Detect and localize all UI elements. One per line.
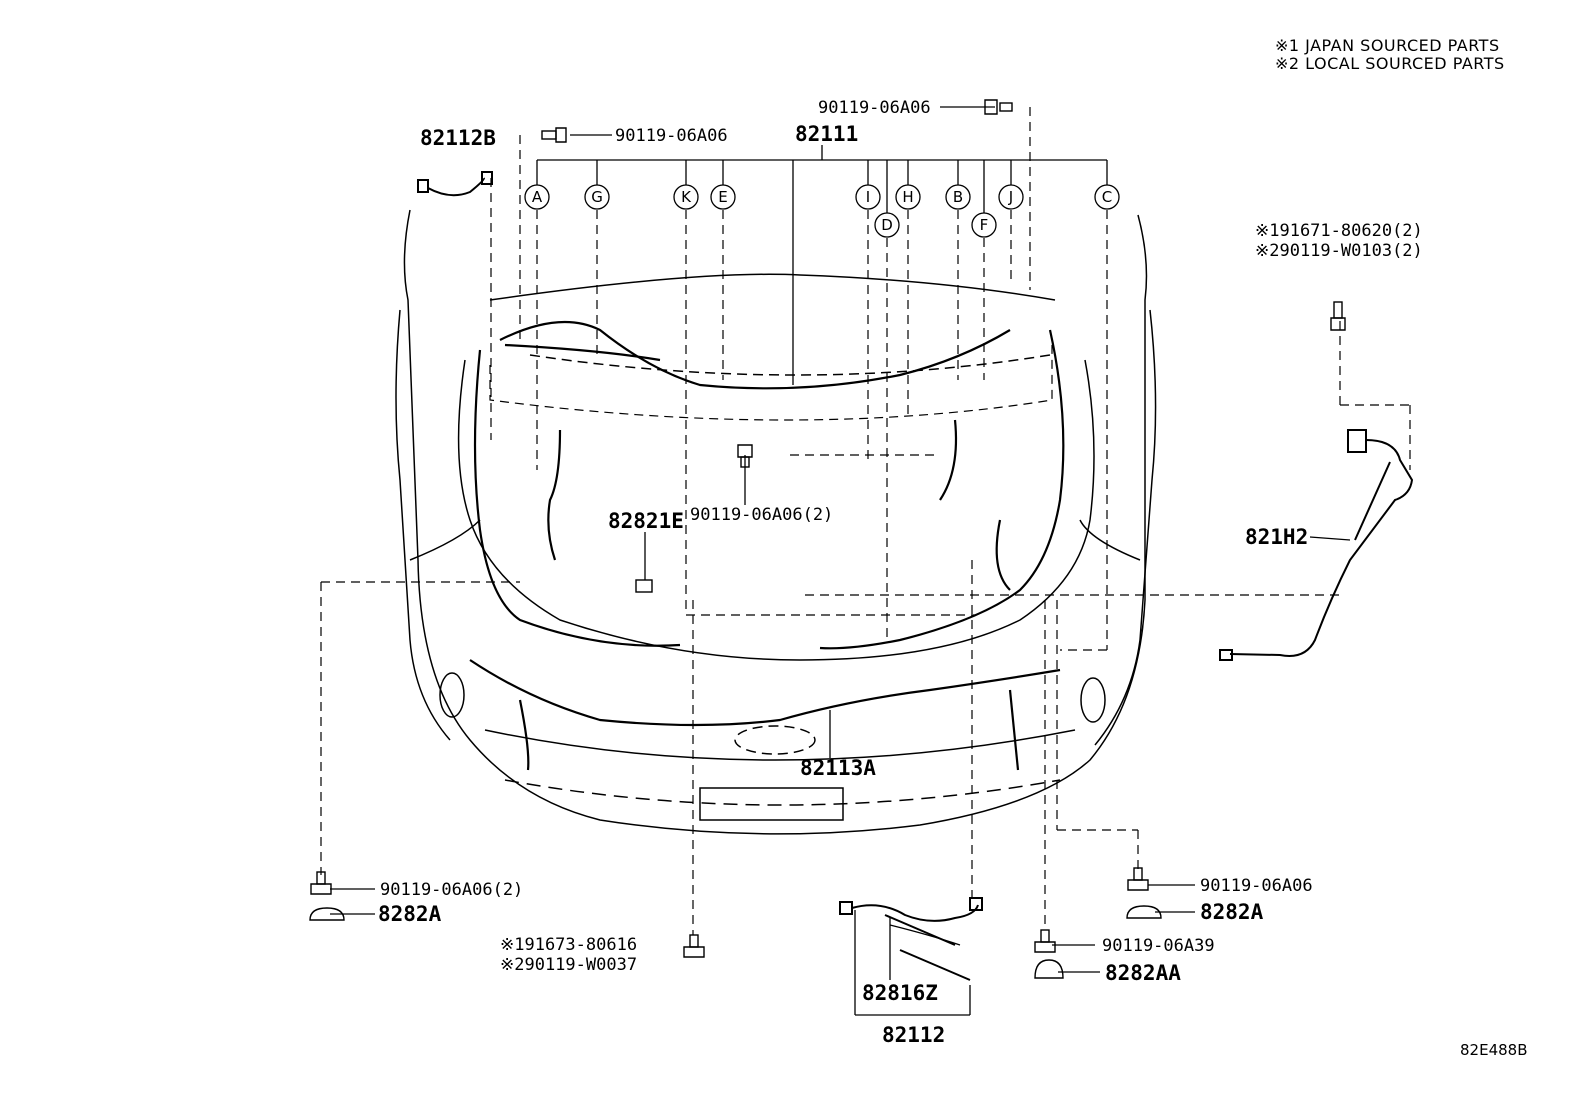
wire-harness	[469, 320, 1065, 771]
note-japan: ※1 JAPAN SOURCED PARTS	[1275, 36, 1500, 55]
fastener-icons	[309, 99, 1346, 979]
letter-A: A	[532, 188, 543, 206]
label-82112B: 82112B	[420, 126, 496, 150]
bolt-icon-top-right	[984, 99, 1013, 115]
label-8282AA: 8282AA	[1105, 961, 1181, 985]
label-jp-821H2: ※191671-80620(2)	[1255, 221, 1423, 241]
label-82821E: 82821E	[608, 509, 684, 533]
diagram-reference-code: 82E488B	[1460, 1041, 1528, 1059]
callout-labels: 82112B 82111 90119-06A06 90119-06A06 901…	[378, 98, 1423, 1047]
letter-J: J	[1008, 188, 1013, 206]
letter-I: I	[866, 188, 870, 206]
label-lc-bottom: ※290119-W0037	[500, 955, 637, 975]
label-lc-821H2: ※290119-W0103(2)	[1255, 241, 1423, 261]
label-82816Z: 82816Z	[862, 981, 938, 1005]
letter-E: E	[718, 188, 727, 206]
leader-lines	[320, 107, 1411, 935]
label-bolt-top-right: 90119-06A06	[818, 98, 931, 118]
label-jp-bottom: ※191673-80616	[500, 935, 637, 955]
bolt-icon-top-left	[541, 127, 567, 143]
label-bolt-left: 90119-06A06(2)	[380, 880, 523, 900]
label-82113A: 82113A	[800, 756, 876, 780]
label-8282A-left: 8282A	[378, 902, 442, 926]
letter-G: G	[591, 188, 603, 206]
car-body-outline	[395, 209, 1157, 835]
label-8282A-right: 8282A	[1200, 900, 1264, 924]
notes: ※1 JAPAN SOURCED PARTS ※2 LOCAL SOURCED …	[1275, 36, 1505, 73]
harness-82112	[839, 897, 983, 981]
clip-icon-8282A-right	[1126, 905, 1162, 919]
connector-letter-circles	[524, 184, 1120, 238]
clip-icon-8282AA	[1034, 959, 1064, 979]
bolt-icon-right2	[1034, 929, 1056, 953]
bolt-icon-left	[310, 871, 332, 895]
label-bolt-right2: 90119-06A39	[1102, 936, 1215, 956]
bolt-icon-center	[737, 444, 753, 468]
letter-C: C	[1102, 188, 1112, 206]
bolt-icon-821H2	[1330, 301, 1346, 331]
label-bolt-right: 90119-06A06	[1200, 876, 1313, 896]
letter-H: H	[902, 188, 913, 206]
letter-F: F	[980, 216, 989, 234]
connector-letters: A G K E I D H B F J C	[532, 188, 1112, 234]
letter-K: K	[681, 188, 692, 206]
harness-82112B	[417, 171, 493, 197]
harness-821H2	[1219, 429, 1414, 661]
label-82112: 82112	[882, 1023, 945, 1047]
clip-icon-8282A-left	[309, 907, 345, 921]
label-bolt-center: 90119-06A06(2)	[690, 505, 833, 525]
label-bolt-top-left: 90119-06A06	[615, 126, 728, 146]
letter-D: D	[881, 216, 893, 234]
label-821H2: 821H2	[1245, 525, 1308, 549]
bolt-icon-right	[1127, 867, 1149, 891]
bolt-icon-bottom	[683, 934, 705, 958]
clip-icon-82821E	[635, 579, 653, 593]
note-local: ※2 LOCAL SOURCED PARTS	[1275, 54, 1505, 73]
letter-B: B	[953, 188, 963, 206]
label-82111: 82111	[795, 122, 858, 146]
bracket-82111	[330, 106, 1351, 1016]
